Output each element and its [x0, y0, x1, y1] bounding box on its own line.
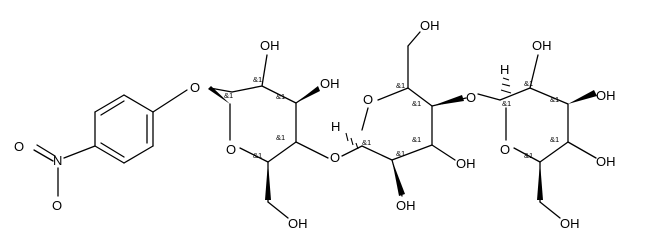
stereo-c14: &1: [550, 135, 559, 144]
atom-oh-ring3-ch2: OH: [560, 216, 580, 231]
stereo-c3: &1: [276, 92, 285, 101]
stereo-c12: &1: [524, 79, 533, 88]
stereo-c11: &1: [502, 99, 511, 108]
stereo-c15: &1: [524, 151, 533, 160]
stereo-c13: &1: [550, 95, 559, 104]
bond-nitro-o-upper-double: [36, 144, 56, 157]
atom-h-ring3: H: [500, 62, 509, 77]
wedge-bonds: [208, 86, 597, 200]
stereo-c2: &1: [253, 75, 262, 84]
stereo-c7: &1: [396, 149, 405, 158]
stereo-c1: &1: [224, 91, 233, 100]
bond-nitro-o-upper: [33, 149, 54, 162]
sugar-ring-3: [477, 54, 597, 219]
atom-oh-ring2-ch2: OH: [420, 18, 440, 33]
atom-o-ring1: O: [226, 142, 236, 157]
wedge-o-ring2: [432, 95, 464, 106]
hashed-bonds: [345, 77, 512, 150]
wedge-oh-ring2: [392, 160, 405, 196]
atom-oh-ring3-right: OH: [596, 88, 616, 103]
stereo-c5: &1: [253, 151, 262, 160]
atom-o-ring3: O: [500, 142, 510, 157]
atom-h-ring2: H: [331, 119, 340, 134]
atom-oh-ring2-bottom: OH: [396, 198, 416, 213]
wedge-oh-ring3: [568, 90, 597, 104]
wedge-anomeric-1: [208, 86, 230, 104]
wedge-ch2-ring3: [537, 162, 543, 200]
sugar-ring-2: [341, 31, 467, 197]
atom-o-glyco-2: O: [466, 90, 476, 105]
stereo-c4: &1: [276, 133, 285, 142]
bond-ring-o-aryl: [152, 89, 188, 113]
stereo-c10: &1: [396, 81, 405, 90]
atom-labels: O N O O OH OH O OH O H O OH OH OH O H OH…: [14, 18, 616, 231]
atom-oh-ring2-right: OH: [456, 156, 476, 171]
atom-oh-ring3-top: OH: [532, 38, 552, 53]
stereo-c8: &1: [412, 135, 421, 144]
stereo-c9: &1: [412, 99, 421, 108]
atom-o-aryl: O: [190, 80, 200, 95]
atom-nitro-o-upper: O: [14, 139, 24, 154]
atom-oh-ring1-top: OH: [260, 38, 280, 53]
atom-oh-ring1-right: OH: [320, 76, 340, 91]
bond-nitro-ring: [63, 145, 96, 159]
atom-oh-ring1-ch2: OH: [288, 216, 308, 231]
wedge-oh-ring1: [296, 86, 320, 103]
atom-oh-ring3-lower-right: OH: [596, 154, 616, 169]
atom-nitro-o-lower: O: [52, 198, 62, 213]
bonds: [33, 31, 597, 219]
atom-nitrogen: N: [53, 153, 62, 168]
benzene-ring: [94, 94, 154, 164]
stereo-labels: &1 &1 &1 &1 &1 &1 &1 &1 &1 &1 &1 &1 &1 &…: [224, 75, 559, 160]
atom-o-ring2: O: [363, 92, 373, 107]
stereo-c6: &1: [362, 138, 371, 147]
atom-o-glyco-1: O: [330, 150, 340, 165]
wedge-ch2-ring1: [265, 162, 271, 200]
